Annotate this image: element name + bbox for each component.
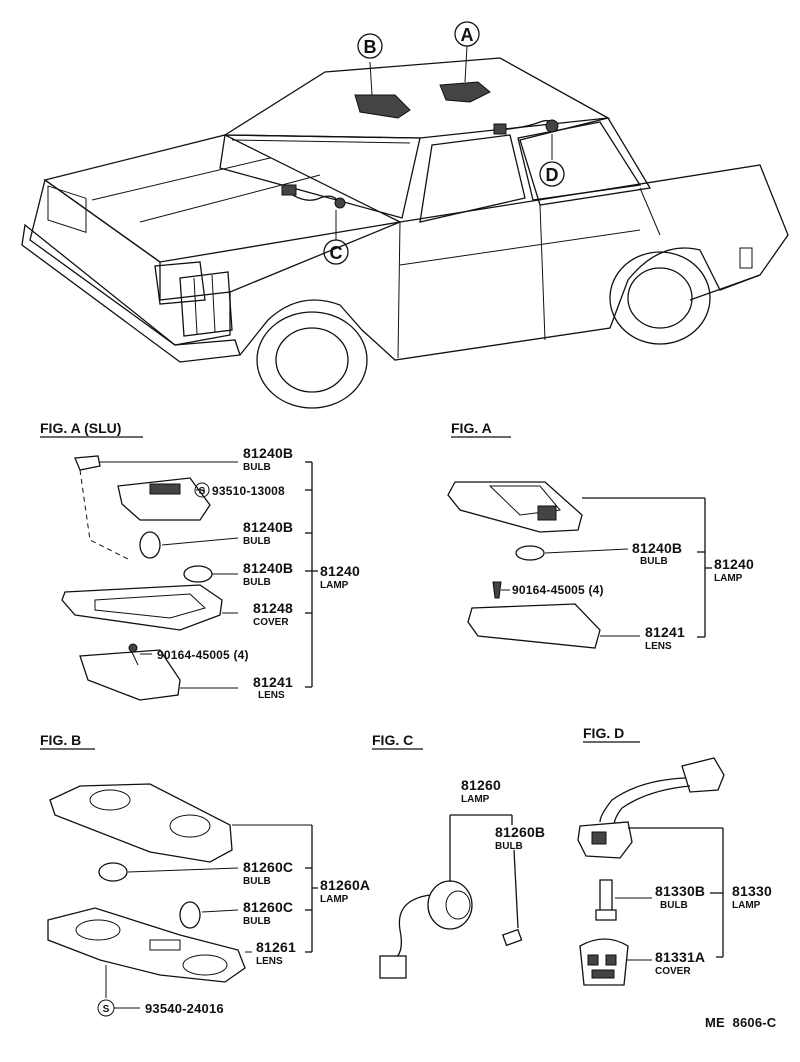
part-number: 81240B — [243, 445, 293, 461]
part-number: 81260A — [320, 877, 370, 893]
car-illustration — [21, 45, 789, 409]
part-number: 81241 — [645, 624, 685, 640]
part-label: BULB — [495, 841, 523, 852]
part-label: BULB — [243, 577, 271, 588]
fig-c: FIG. C 81260 LAMP 81260B BULB — [372, 732, 545, 979]
callout-c: C — [323, 239, 349, 265]
lamp-housing-icon — [49, 783, 233, 863]
part-number: 81240B — [243, 560, 293, 576]
socket-icon — [427, 880, 473, 930]
fig-c-title: FIG. C — [372, 732, 413, 748]
screw-symbol-icon — [97, 999, 115, 1017]
lens-icon — [79, 649, 181, 701]
part-number: 90164-45005 (4) — [157, 648, 249, 662]
svg-text:A: A — [461, 25, 474, 45]
fig-b: FIG. B 81260C BULB 81260A LAMP 81260C BU… — [40, 732, 370, 1017]
bulb-icon — [98, 862, 128, 882]
svg-text:S: S — [103, 1004, 110, 1015]
diagram-code: ME 8606-C — [705, 1015, 777, 1030]
socket-icon — [117, 477, 211, 521]
lens-icon — [47, 907, 246, 983]
part-label: LAMP — [461, 794, 490, 805]
callout-b: B — [357, 33, 383, 59]
part-label: LENS — [256, 956, 283, 967]
part-number: 81261 — [256, 939, 296, 955]
part-label: BULB — [243, 916, 271, 927]
part-number: 81260 — [461, 777, 501, 793]
part-label: BULB — [640, 556, 668, 567]
part-number: 93540-24016 — [145, 1001, 224, 1016]
bulb-icon — [183, 565, 213, 583]
part-number: 81330B — [655, 883, 705, 899]
part-label: LAMP — [320, 894, 349, 905]
screw-icon — [492, 581, 502, 599]
callout-a: A — [454, 21, 480, 47]
lamp-housing-icon — [447, 481, 583, 533]
part-number: 81331A — [655, 949, 705, 965]
part-number: 93510-13008 — [212, 484, 285, 498]
svg-text:D: D — [546, 165, 559, 185]
callout-d: D — [539, 161, 565, 187]
fig-a-slu-title: FIG. A (SLU) — [40, 420, 121, 436]
bulb-icon — [74, 455, 101, 471]
part-number: 90164-45005 (4) — [512, 583, 604, 597]
part-number: 81260B — [495, 824, 545, 840]
connector-icon — [379, 955, 407, 979]
part-number: 81248 — [253, 600, 293, 616]
bulb-icon — [515, 545, 545, 561]
part-label: COVER — [253, 617, 289, 628]
fig-a: FIG. A 81240B BULB 81240 LAMP 90164-4500… — [447, 420, 754, 652]
part-number: 81240B — [243, 519, 293, 535]
bulb-icon — [501, 928, 523, 947]
bulb-icon — [139, 531, 161, 559]
part-label: LENS — [645, 641, 672, 652]
part-label: LAMP — [320, 580, 349, 591]
part-label: LAMP — [714, 573, 743, 584]
part-label: LENS — [258, 690, 285, 701]
part-number: 81241 — [253, 674, 293, 690]
part-number: 81260C — [243, 899, 293, 915]
connector-icon — [681, 757, 725, 793]
svg-text:B: B — [364, 37, 377, 57]
part-number: 81240 — [714, 556, 754, 572]
lamp-cover-icon — [61, 584, 223, 631]
bulb-icon — [179, 901, 201, 929]
svg-text:C: C — [330, 243, 343, 263]
part-label: BULB — [243, 536, 271, 547]
lens-icon — [467, 603, 601, 649]
part-number: 81240B — [632, 540, 682, 556]
part-label: BULB — [660, 900, 688, 911]
fig-a-title: FIG. A — [451, 420, 492, 436]
part-label: BULB — [243, 462, 271, 473]
fig-d: FIG. D 81330B BULB 81330 LAMP 81331A COV… — [577, 725, 772, 986]
part-number: 81330 — [732, 883, 772, 899]
part-number: 81260C — [243, 859, 293, 875]
screw-symbol-icon — [194, 482, 210, 498]
fig-b-title: FIG. B — [40, 732, 81, 748]
part-label: LAMP — [732, 900, 761, 911]
part-label: BULB — [243, 876, 271, 887]
fig-d-title: FIG. D — [583, 725, 624, 741]
fig-a-slu: FIG. A (SLU) 81240B BULB — [40, 420, 360, 701]
part-number: 81240 — [320, 563, 360, 579]
part-label: COVER — [655, 966, 691, 977]
svg-text:S: S — [199, 486, 206, 497]
